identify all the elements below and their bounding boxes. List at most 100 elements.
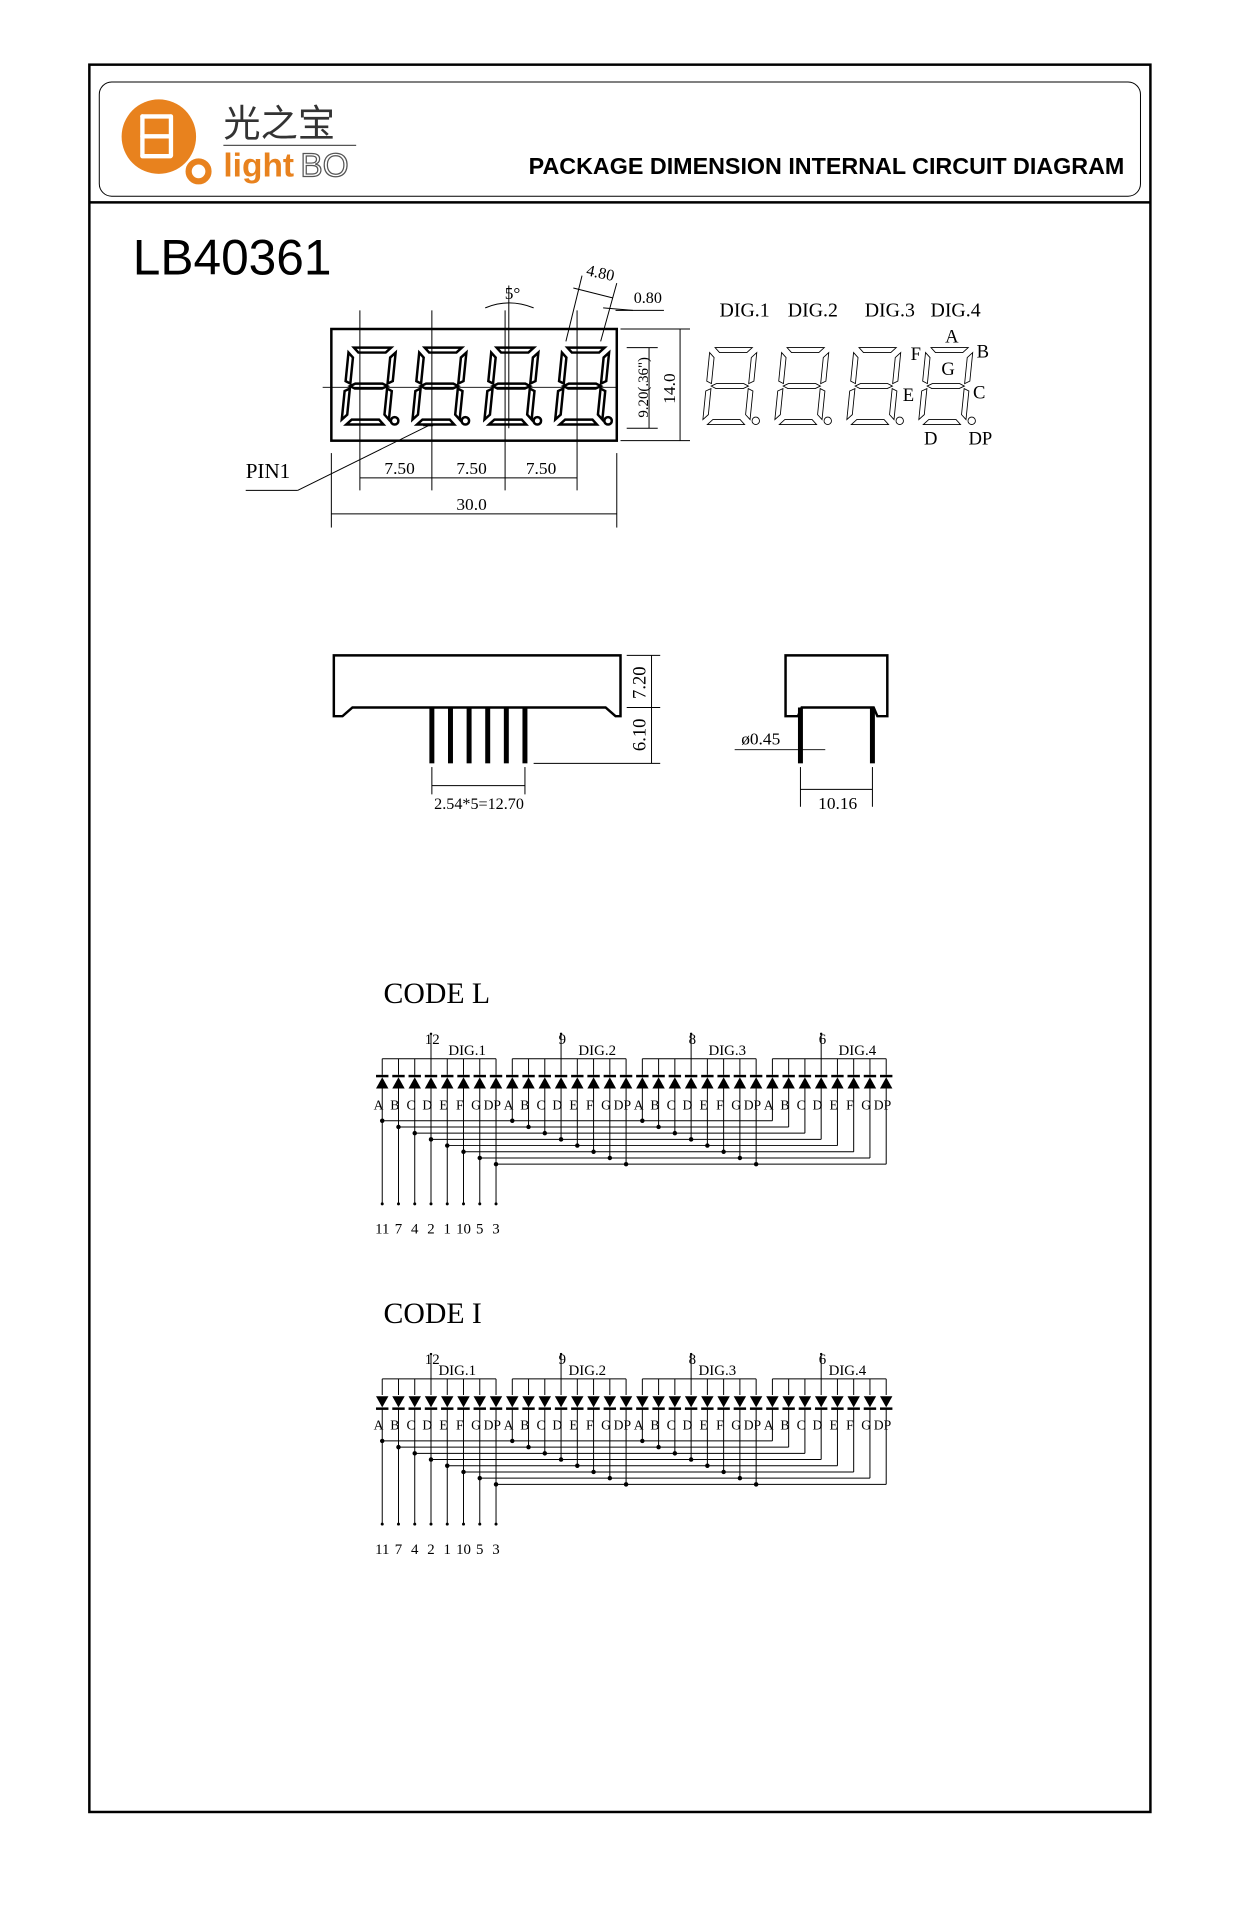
segment-label: DP	[614, 1098, 632, 1113]
segment-pin-label: 10	[456, 1222, 471, 1238]
segment-label: F	[586, 1418, 594, 1433]
segment-label: G	[731, 1418, 741, 1433]
segment-pin-label: 1	[444, 1222, 451, 1238]
segment-label: A	[634, 1098, 644, 1113]
segment-pin-label: 7	[395, 1542, 403, 1558]
part-number: LB40361	[133, 229, 332, 285]
segment-digit-2	[774, 347, 832, 425]
segment-label: E	[439, 1098, 447, 1113]
led-diode	[879, 1378, 893, 1410]
seg-dig-3: DIG.3	[865, 300, 915, 322]
segment-label: D	[422, 1098, 432, 1113]
led-diode	[603, 1378, 617, 1410]
segment-label: F	[586, 1098, 594, 1113]
led-diode	[782, 1058, 795, 1089]
led-diode	[587, 1378, 600, 1410]
segment-label: DP	[874, 1418, 892, 1433]
segment-pin-label: 7	[395, 1222, 403, 1238]
segment-label: DP	[874, 1098, 892, 1113]
segment-label: G	[471, 1418, 481, 1433]
seg-b: B	[977, 342, 989, 363]
dim-9-20: 9.20(.36")	[636, 357, 652, 418]
segment-label: B	[520, 1418, 529, 1433]
led-diode	[619, 1058, 633, 1089]
segment-pin-label: 4	[411, 1222, 419, 1238]
segment-label: F	[846, 1098, 854, 1113]
led-diode	[587, 1058, 600, 1089]
led-diode	[506, 1058, 519, 1089]
segment-label: G	[471, 1098, 481, 1113]
led-diode	[831, 1058, 844, 1089]
segment-label: G	[731, 1098, 741, 1113]
segment-pin-label: 11	[375, 1222, 389, 1238]
common-pin-label: 12	[425, 1032, 440, 1048]
side-view: 7.20 6.10 2.54*5=12.70 ø0.45 10.16	[332, 654, 889, 813]
led-diode	[798, 1058, 812, 1089]
angle-label: 5°	[505, 284, 521, 303]
segment-label: C	[797, 1418, 806, 1433]
common-pin-label: 8	[689, 1352, 696, 1368]
segment-label: A	[504, 1418, 514, 1433]
led-diode	[814, 1058, 828, 1089]
segment-label: A	[374, 1098, 384, 1113]
led-diode	[603, 1058, 617, 1089]
led-diode	[554, 1058, 568, 1089]
seg-a: A	[945, 327, 959, 348]
led-diode	[701, 1378, 714, 1410]
segment-view: DIG.1 DIG.2 DIG.3 DIG.4 A B C D E F G DP	[702, 300, 992, 449]
led-diode	[766, 1378, 779, 1410]
digit-label: DIG.3	[699, 1363, 737, 1379]
seg-dp: DP	[968, 428, 992, 449]
page-title: PACKAGE DIMENSION INTERNAL CIRCUIT DIAGR…	[529, 153, 1125, 179]
led-diode	[847, 1378, 860, 1410]
segment-label: C	[537, 1098, 546, 1113]
segment-label: B	[780, 1418, 789, 1433]
led-diode	[619, 1378, 633, 1410]
led-diode	[522, 1378, 535, 1410]
segment-pin-label: 10	[456, 1542, 471, 1558]
led-diode	[506, 1378, 519, 1410]
segment-label: F	[456, 1418, 464, 1433]
pitch-2: 7.50	[456, 459, 487, 478]
led-diode	[766, 1058, 779, 1089]
front-digit-4	[553, 346, 614, 426]
led-diode	[684, 1058, 698, 1089]
front-view: 5° 4.80 0.80 9.20(.36") 14.0 7.50 7.50 7…	[245, 262, 690, 528]
row-spacing: 10.16	[818, 794, 857, 813]
segment-label: A	[764, 1418, 774, 1433]
seg-dig-4: DIG.4	[930, 300, 980, 322]
led-diode	[376, 1058, 389, 1089]
segment-digit-4	[918, 347, 976, 425]
led-diode	[424, 1378, 438, 1410]
segment-pin-label: 1	[444, 1542, 451, 1558]
led-diode	[668, 1378, 682, 1410]
dim-7-20: 7.20	[629, 666, 650, 699]
led-diode	[473, 1058, 486, 1089]
segment-label: D	[682, 1418, 692, 1433]
seg-d: D	[924, 428, 937, 449]
led-diode	[717, 1378, 730, 1410]
led-diode	[538, 1058, 552, 1089]
led-diode	[571, 1058, 584, 1089]
segment-label: B	[520, 1098, 529, 1113]
segment-label: C	[797, 1098, 806, 1113]
segment-label: DP	[614, 1418, 632, 1433]
segment-label: G	[601, 1418, 611, 1433]
led-diode	[376, 1378, 389, 1410]
segment-label: B	[390, 1418, 399, 1433]
led-diode	[814, 1378, 828, 1410]
common-pin-label: 6	[819, 1032, 826, 1048]
segment-label: D	[552, 1418, 562, 1433]
segment-label: A	[764, 1098, 774, 1113]
led-diode	[847, 1058, 860, 1089]
segment-label: C	[667, 1418, 676, 1433]
led-diode	[554, 1378, 568, 1410]
common-pin-label: 12	[425, 1352, 440, 1368]
led-diode	[733, 1378, 747, 1410]
segment-label: F	[716, 1098, 724, 1113]
segment-label: C	[406, 1418, 415, 1433]
segment-label: D	[682, 1098, 692, 1113]
segment-label: C	[406, 1098, 415, 1113]
